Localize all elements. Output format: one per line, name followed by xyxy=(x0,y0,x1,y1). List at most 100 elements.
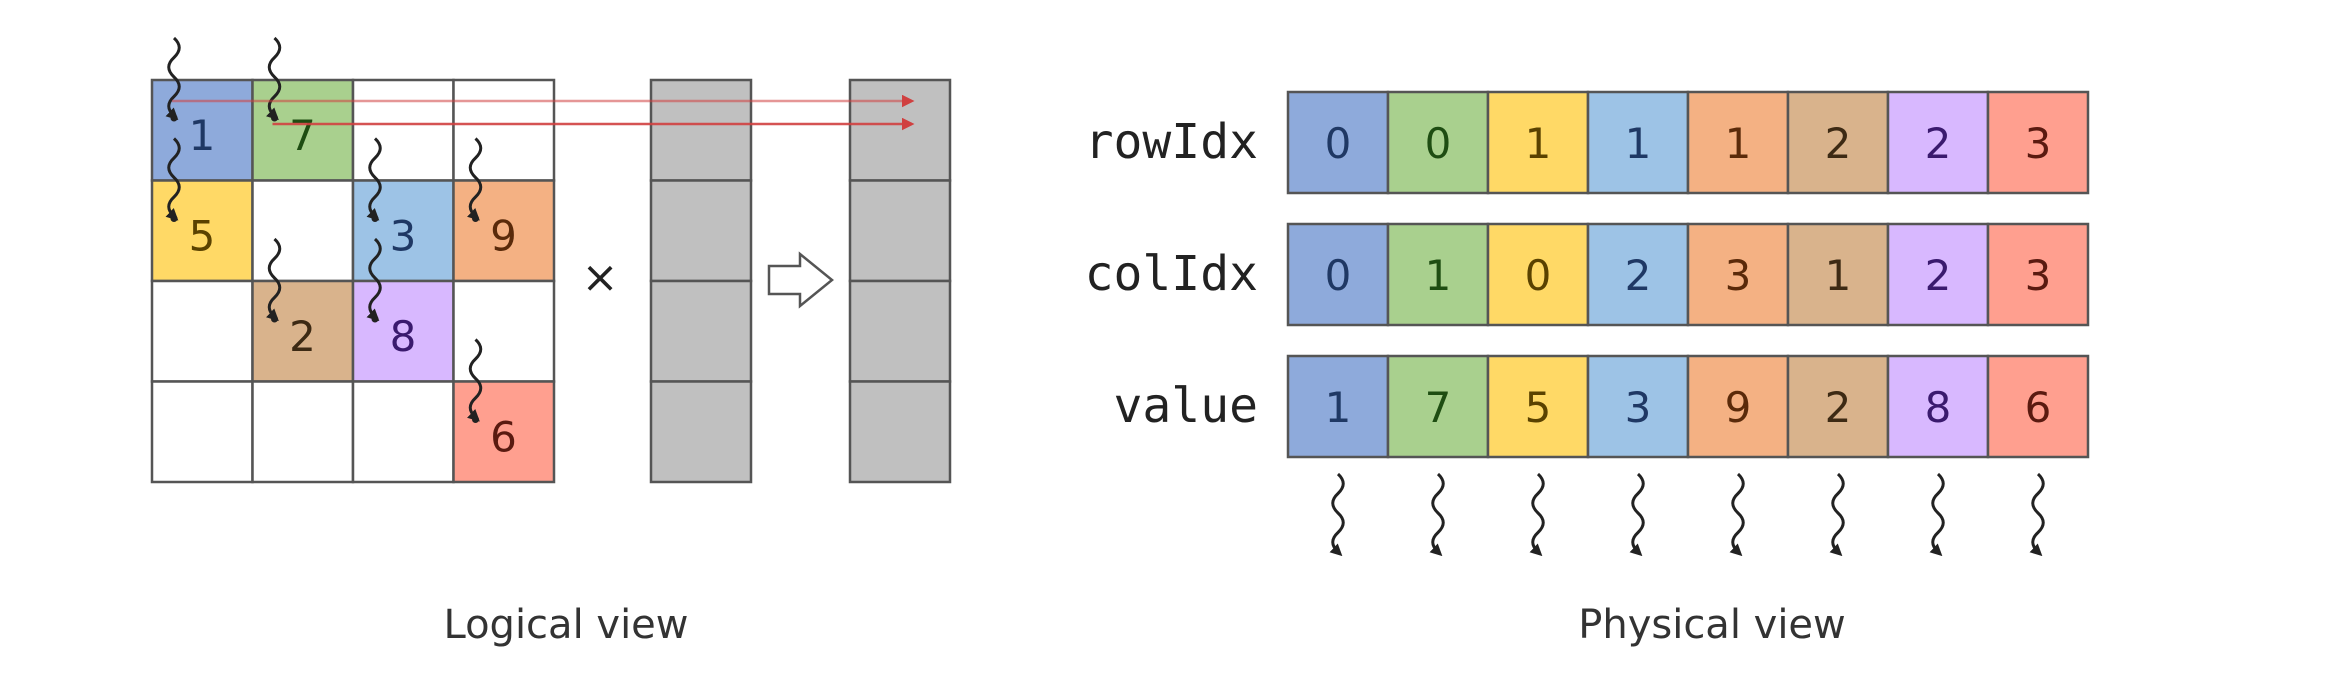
array-cell xyxy=(1886,354,1990,459)
array-value: 0 xyxy=(1325,119,1352,168)
multiply-operator: × xyxy=(582,252,619,303)
array-cell xyxy=(1486,354,1590,459)
sparse-matrix: 1 7 5 3 9 2 8 6 xyxy=(150,78,556,484)
matrix-value: 9 xyxy=(490,212,517,261)
array-value: 2 xyxy=(1825,383,1852,432)
array-cell xyxy=(1686,354,1790,459)
vector-cell xyxy=(848,179,952,283)
array-value: 7 xyxy=(1425,383,1452,432)
logical-view: 1 7 5 3 9 2 8 6 × Logical view xyxy=(150,36,952,648)
thread-arrow-icon xyxy=(1629,472,1645,557)
array-label-rowIdx: rowIdx xyxy=(1085,114,1258,170)
matrix-cell-empty xyxy=(452,279,556,383)
array-value: 1 xyxy=(1425,251,1452,300)
vector-cell xyxy=(649,78,753,182)
vector-cell xyxy=(649,179,753,283)
matrix-cell-empty xyxy=(251,179,355,283)
array-value: 1 xyxy=(1825,251,1852,300)
thread-arrow-icon xyxy=(1829,472,1845,557)
thread-arrow-icon xyxy=(1429,472,1445,557)
thread-dot xyxy=(170,215,178,222)
array-cell xyxy=(1486,222,1590,327)
matrix-cell-empty xyxy=(150,279,254,383)
thread-dot xyxy=(371,215,379,222)
hollow-right-arrow-icon xyxy=(767,251,834,309)
array-cell xyxy=(1286,90,1390,195)
vector-cell xyxy=(649,279,753,383)
matrix-cell-nonzero xyxy=(251,279,355,383)
thread-arrow-icon xyxy=(165,36,181,121)
array-value: 2 xyxy=(1625,251,1652,300)
matrix-value: 6 xyxy=(490,413,517,462)
array-cell xyxy=(1286,354,1390,459)
matrix-cell-empty xyxy=(251,380,355,484)
array-label-value: value xyxy=(1114,378,1259,434)
array-value: 3 xyxy=(1725,251,1752,300)
array-value: 0 xyxy=(1325,251,1352,300)
array-cell xyxy=(1386,354,1490,459)
array-cell xyxy=(1586,354,1690,459)
thread-arrow-icon xyxy=(1329,472,1345,557)
matrix-value: 2 xyxy=(289,312,316,361)
array-value: 2 xyxy=(1925,251,1952,300)
output-vector xyxy=(848,78,952,484)
matrix-value: 3 xyxy=(390,212,417,261)
row-accumulation-arrows xyxy=(172,94,915,131)
thread-arrow-icon xyxy=(1929,472,1945,557)
array-value: 0 xyxy=(1425,119,1452,168)
array-cell xyxy=(1786,222,1890,327)
matrix-value: 5 xyxy=(189,212,216,261)
array-cell xyxy=(1986,222,2090,327)
thread-dot xyxy=(371,315,379,323)
array-value: 0 xyxy=(1525,251,1552,300)
vector-cell xyxy=(848,380,952,484)
matrix-value: 8 xyxy=(390,312,417,361)
matrix-value: 7 xyxy=(289,111,316,160)
thread-dot xyxy=(472,416,479,423)
thread-dot xyxy=(271,114,278,122)
array-cell xyxy=(1686,90,1790,195)
matrix-cell-empty xyxy=(150,380,254,484)
thread-arrow-icon xyxy=(165,137,181,221)
array-cell xyxy=(1886,222,1990,327)
array-value: 9 xyxy=(1725,383,1752,432)
thread-dot xyxy=(170,114,178,122)
thread-arrow-icon xyxy=(467,137,483,221)
thread-arrow-icon xyxy=(1529,472,1545,557)
vector-cell xyxy=(848,78,952,182)
thread-dot xyxy=(271,315,278,323)
array-value: 1 xyxy=(1725,119,1752,168)
physical-view-caption: Physical view xyxy=(1578,602,1846,648)
thread-arrow-icon xyxy=(2029,472,2045,557)
array-value: 1 xyxy=(1625,119,1652,168)
thread-arrow-icon xyxy=(266,237,282,322)
thread-dot xyxy=(472,215,479,222)
array-cell xyxy=(1586,222,1690,327)
array-value: 6 xyxy=(2025,383,2052,432)
matrix-cell-nonzero xyxy=(251,78,355,182)
matrix-thread-arrows xyxy=(165,36,483,423)
thread-arrow-icon xyxy=(366,237,382,322)
array-value: 5 xyxy=(1525,383,1552,432)
vector-cell xyxy=(649,380,753,484)
matrix-cell-empty xyxy=(351,380,455,484)
array-value: 1 xyxy=(1525,119,1552,168)
array-value: 3 xyxy=(2025,119,2052,168)
thread-arrow-icon xyxy=(366,137,382,221)
array-cell xyxy=(1386,90,1490,195)
matrix-value: 1 xyxy=(189,111,216,160)
thread-arrows xyxy=(1329,472,2045,557)
array-cell xyxy=(1986,354,2090,459)
thread-arrow-icon xyxy=(467,338,483,422)
array-label-colIdx: colIdx xyxy=(1085,246,1258,302)
matrix-cell-empty xyxy=(452,78,556,182)
array-value: 3 xyxy=(2025,251,2052,300)
matrix-cell-nonzero xyxy=(452,380,556,484)
logical-view-caption: Logical view xyxy=(444,602,689,648)
vector-cell xyxy=(848,279,952,383)
array-value: 2 xyxy=(1825,119,1852,168)
array-value: 3 xyxy=(1625,383,1652,432)
